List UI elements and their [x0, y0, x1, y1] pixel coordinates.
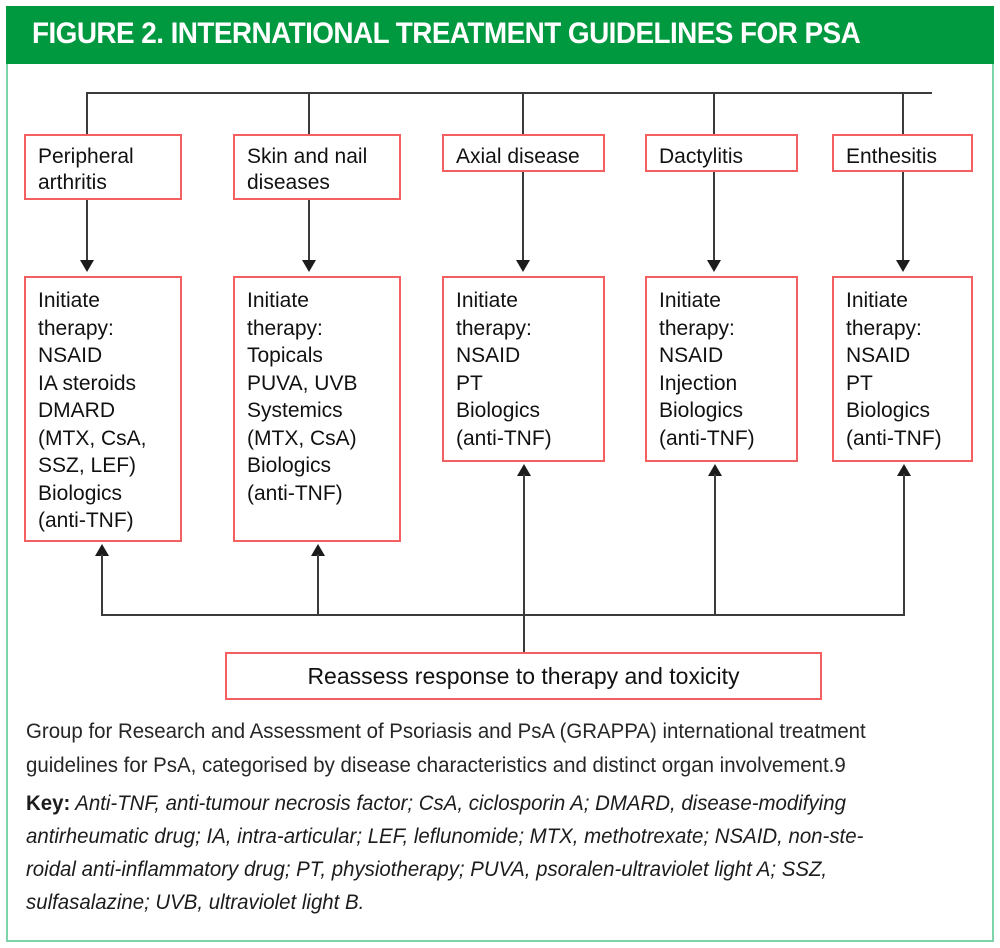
connector-bus-to-peripheral-arthritis — [86, 92, 88, 136]
arrow-line-enthesitis — [902, 172, 904, 262]
connector-bus-to-skin-and-nail-diseases — [308, 92, 310, 136]
connector-bus-to-dactylitis — [713, 92, 715, 136]
feedback-arrow-line-peripheral-arthritis — [101, 554, 103, 616]
caption-line-2: guidelines for PsA, categorised by disea… — [26, 753, 846, 777]
category-box-enthesitis[interactable]: Enthesitis — [832, 134, 973, 172]
arrow-line-axial-disease — [522, 172, 524, 262]
feedback-arrow-line-skin-and-nail-diseases — [317, 554, 319, 616]
arrow-head-enthesitis — [896, 260, 910, 272]
feedback-arrow-head-axial-disease — [517, 464, 531, 476]
flowchart-diagram: Peripheral arthritis Skin and nail disea… — [8, 66, 992, 712]
feedback-arrow-line-dactylitis — [714, 474, 716, 616]
treatment-box-skin-and-nail-diseases[interactable]: Initiate therapy: Topicals PUVA, UVB Sys… — [233, 276, 401, 542]
category-box-axial-disease[interactable]: Axial disease — [442, 134, 605, 172]
category-box-dactylitis[interactable]: Dactylitis — [645, 134, 798, 172]
reassess-response-box[interactable]: Reassess response to therapy and toxicit… — [225, 652, 822, 700]
figure-title: FIGURE 2. INTERNATIONAL TREATMENT GUIDEL… — [32, 17, 861, 50]
caption-line-1: Group for Research and Assessment of Pso… — [26, 719, 866, 743]
arrow-head-axial-disease — [516, 260, 530, 272]
key-label: Key: — [26, 791, 71, 815]
bottom-bus-line — [101, 614, 905, 616]
treatment-box-axial-disease[interactable]: Initiate therapy: NSAID PT Biologics (an… — [442, 276, 605, 462]
feedback-arrow-head-peripheral-arthritis — [95, 544, 109, 556]
treatment-box-peripheral-arthritis[interactable]: Initiate therapy: NSAID IA steroids DMAR… — [24, 276, 182, 542]
top-bus-line — [86, 92, 932, 94]
caption-block: Group for Research and Assessment of Pso… — [8, 714, 992, 919]
arrow-line-dactylitis — [713, 172, 715, 262]
key-line-1: Key: Anti-TNF, anti-tumour necrosis fact… — [26, 787, 927, 820]
key-line-3: roidal anti-inflammatory drug; PT, physi… — [26, 857, 828, 881]
feedback-arrow-line-axial-disease — [523, 474, 525, 616]
treatment-box-enthesitis[interactable]: Initiate therapy: NSAID PT Biologics (an… — [832, 276, 973, 462]
feedback-arrow-head-enthesitis — [897, 464, 911, 476]
arrow-head-peripheral-arthritis — [80, 260, 94, 272]
category-box-skin-and-nail-diseases[interactable]: Skin and nail diseases — [233, 134, 401, 200]
connector-reassess-to-bottom-bus — [523, 614, 525, 652]
feedback-arrow-head-dactylitis — [708, 464, 722, 476]
feedback-arrow-line-enthesitis — [903, 474, 905, 616]
arrow-line-peripheral-arthritis — [86, 200, 88, 262]
key-line-2: antirheumatic drug; IA, intra-articular;… — [26, 824, 864, 848]
category-box-peripheral-arthritis[interactable]: Peripheral arthritis — [24, 134, 182, 200]
arrow-line-skin-and-nail-diseases — [308, 200, 310, 262]
key-line-1-text: Anti-TNF, anti-tumour necrosis factor; C… — [75, 791, 846, 815]
figure-header-banner: FIGURE 2. INTERNATIONAL TREATMENT GUIDEL… — [6, 6, 994, 64]
connector-bus-to-axial-disease — [522, 92, 524, 136]
arrow-head-dactylitis — [707, 260, 721, 272]
treatment-box-dactylitis[interactable]: Initiate therapy: NSAID Injection Biolog… — [645, 276, 798, 462]
key-block: Key: Anti-TNF, anti-tumour necrosis fact… — [26, 787, 974, 919]
feedback-arrow-head-skin-and-nail-diseases — [311, 544, 325, 556]
key-line-4: sulfasalazine; UVB, ultraviolet light B. — [26, 890, 365, 914]
connector-bus-to-enthesitis — [902, 92, 904, 136]
arrow-head-skin-and-nail-diseases — [302, 260, 316, 272]
